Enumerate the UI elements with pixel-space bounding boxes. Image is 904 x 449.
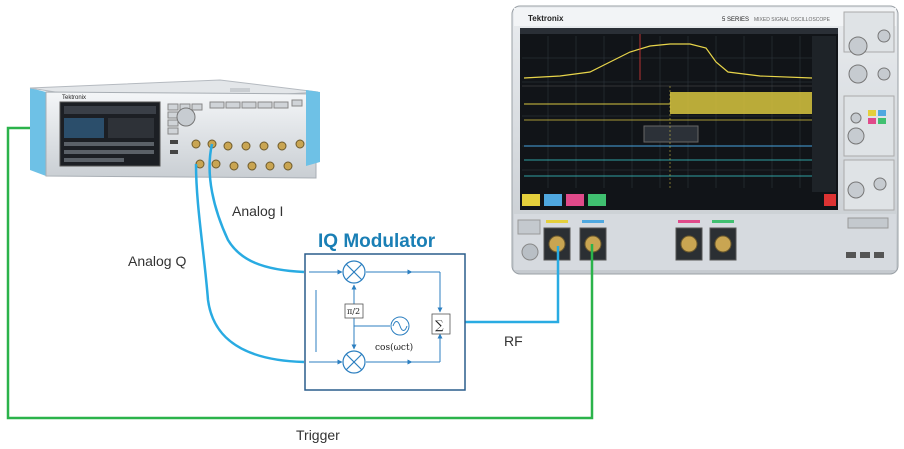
generator-knob — [176, 107, 196, 127]
phase-shifter — [344, 303, 364, 319]
analog-i-cable — [208, 143, 305, 274]
analog-i-label: Analog I — [232, 203, 283, 219]
scope-control-panel — [843, 11, 895, 211]
summer — [431, 313, 451, 335]
scope-display — [520, 28, 838, 210]
oscilloscope: Tektronix 5 SERIES MIXED SIGNAL OSCILLOS… — [511, 5, 899, 275]
oscillator-label: cos(ωct) — [375, 342, 413, 353]
oscillator — [390, 316, 410, 336]
generator-brand: Tektronix — [62, 95, 86, 101]
scope-brand: Tektronix — [528, 14, 564, 23]
generator-right-handle — [306, 90, 320, 166]
generator-output-connectors — [191, 139, 305, 171]
analog-q-cable — [194, 163, 305, 364]
generator-left-handle — [30, 88, 46, 176]
rf-label: RF — [504, 333, 523, 349]
trigger-label: Trigger — [296, 427, 340, 443]
scope-series: 5 SERIES — [722, 17, 749, 23]
scope-spectrum-trace — [523, 43, 813, 79]
scope-series-sub: MIXED SIGNAL OSCILLOSCOPE — [754, 17, 831, 23]
scope-burst-trace — [670, 92, 812, 114]
signal-generator: Tektronix — [29, 79, 320, 179]
summer-label: ∑ — [435, 318, 444, 332]
analog-q-label: Analog Q — [128, 253, 186, 269]
trigger-cable — [6, 126, 594, 420]
phase-shifter-label: π/2 — [347, 307, 360, 316]
iq-modulator-title: IQ Modulator — [318, 231, 436, 252]
rf-cable — [464, 246, 560, 324]
mixer-i — [342, 260, 366, 284]
iq-modulator: IQ Modulator — [304, 231, 466, 391]
mixer-q — [342, 350, 366, 374]
scope-channel-inputs — [543, 220, 737, 261]
